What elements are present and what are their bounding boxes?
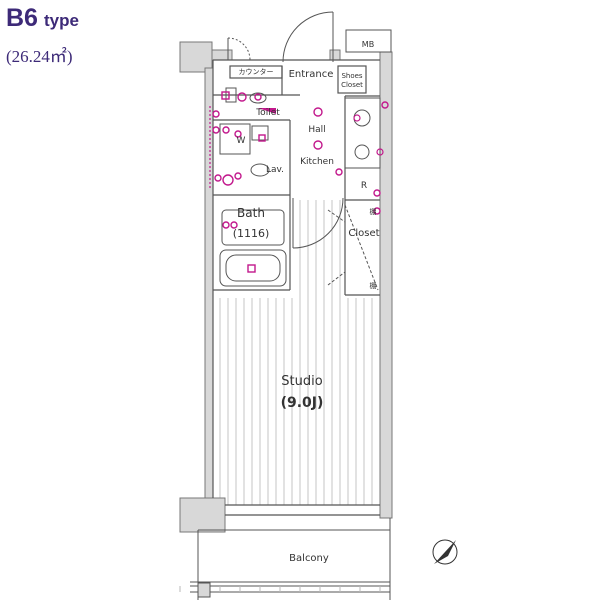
faucet-fixture: [353, 114, 361, 122]
bathroom-fixtures: [219, 87, 287, 287]
washer-label: W: [237, 136, 246, 146]
toilet-label: Toilet: [255, 108, 280, 118]
lav-door: [292, 197, 344, 249]
meter-box: MB: [345, 29, 392, 53]
counter-marker-icon: [258, 108, 276, 114]
hall-label: Hall: [308, 125, 325, 135]
type-code: B6: [6, 4, 38, 32]
counter-label: カウンター: [239, 67, 274, 76]
balcony-railing: [179, 586, 381, 592]
room-labels: カウンター Entrance Shoes Closet Toilet Hall …: [233, 67, 380, 564]
exterior-walls: [179, 41, 393, 533]
bath-label: Bath: [237, 206, 265, 220]
lav-label: Lav.: [266, 165, 284, 175]
kitchen-label: Kitchen: [300, 157, 334, 167]
range-hood-fixture: [376, 148, 384, 156]
shoes-closet-label-1: Shoes: [341, 72, 362, 80]
wall-outlines: [212, 59, 380, 516]
entrance-door: [227, 11, 334, 63]
plan-title: B6 type: [6, 4, 79, 33]
balcony-area: [190, 518, 391, 600]
fixture-markers: [212, 91, 389, 273]
studio-size-label: (9.0J): [281, 395, 324, 411]
shelf-upper-label: 棚: [370, 207, 377, 216]
closet-label: Closet: [348, 228, 379, 239]
shoes-closet-label-2: Closet: [341, 81, 363, 89]
type-word: type: [43, 11, 79, 30]
shelf-lower-label: 棚: [370, 281, 377, 290]
north-arrow-icon: [432, 539, 458, 565]
entrance-label: Entrance: [289, 69, 334, 80]
studio-label: Studio: [281, 374, 322, 389]
floor-area: (26.24㎡): [6, 47, 73, 66]
interior-walls: [213, 65, 380, 296]
balcony-label: Balcony: [289, 553, 329, 564]
studio-floorboards: [219, 200, 373, 505]
refrigerator-label: R: [361, 181, 367, 191]
meter-box-label: MB: [362, 40, 374, 49]
closet-doors: [327, 204, 379, 291]
bath-size-label: (1116): [233, 227, 270, 240]
kitchen-counter: [344, 97, 384, 169]
